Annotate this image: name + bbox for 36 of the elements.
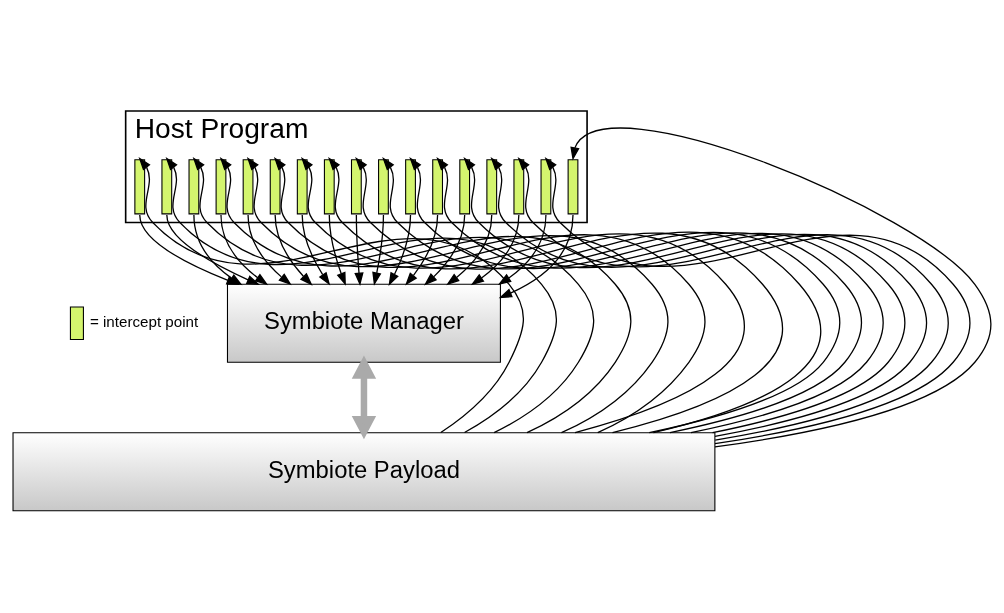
arrow	[274, 214, 313, 286]
node-bar	[513, 159, 525, 215]
node-bar	[540, 159, 552, 215]
node-box: Symbiote Payload	[12, 432, 716, 512]
arrow	[247, 214, 292, 286]
arrow	[354, 214, 364, 286]
legend-label: = intercept point	[89, 313, 199, 331]
arrow	[446, 214, 493, 286]
arrow	[328, 214, 346, 286]
arrow	[498, 214, 574, 299]
node-bar	[323, 159, 335, 215]
arrow	[388, 214, 412, 286]
node-bar	[405, 159, 416, 215]
node-bar	[161, 159, 173, 215]
node-bar	[188, 159, 200, 215]
node-bar	[486, 159, 498, 215]
node-bar	[350, 159, 362, 215]
arrow	[372, 214, 385, 286]
node-bar	[269, 159, 281, 215]
node-bar	[296, 159, 308, 215]
arrow	[301, 214, 331, 286]
node-bar	[459, 159, 471, 215]
arrow	[405, 214, 439, 286]
node-bar	[242, 159, 254, 215]
node-bar	[378, 159, 389, 215]
cluster: Host Program	[124, 110, 588, 224]
node-bar	[134, 159, 146, 215]
arrow	[470, 214, 520, 286]
arrow	[351, 355, 377, 440]
node-bar	[567, 159, 579, 215]
node-bar	[215, 159, 227, 215]
arrow	[424, 214, 466, 286]
node-box: Symbiote Manager	[226, 283, 501, 363]
arrow	[497, 214, 547, 286]
node-bar	[432, 159, 444, 215]
arrow	[570, 127, 992, 448]
